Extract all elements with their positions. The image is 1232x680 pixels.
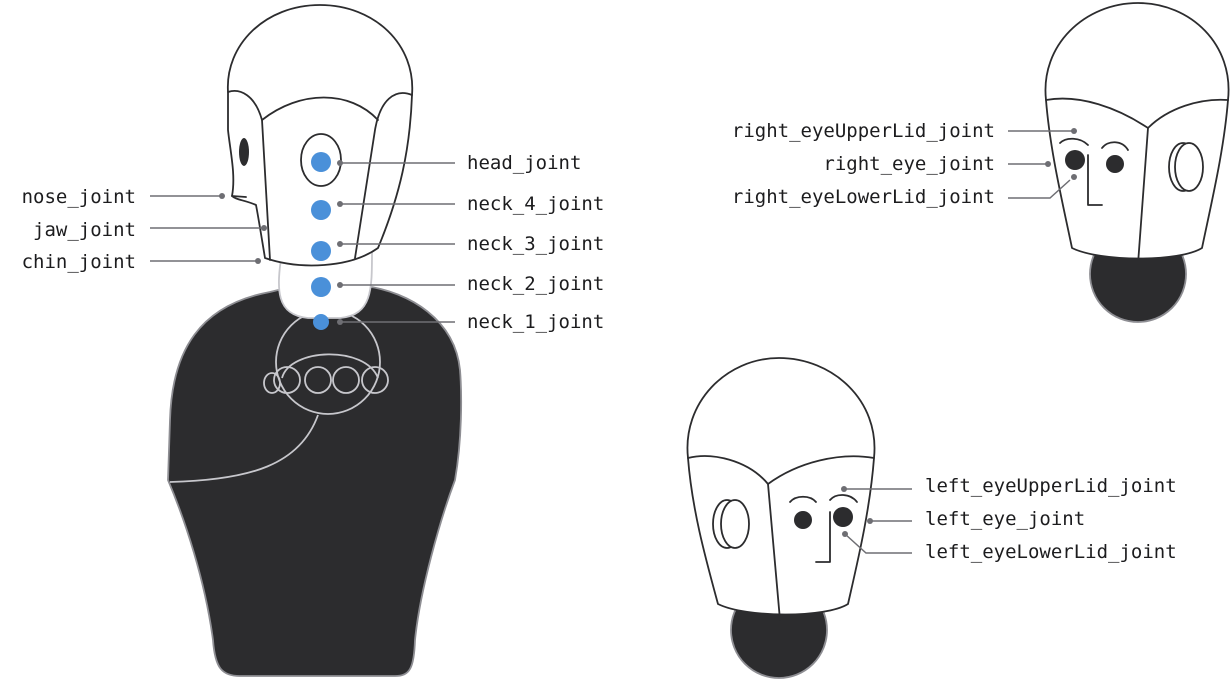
ear — [239, 138, 249, 166]
label-right-eye-upper-lid-joint: right_eyeUpperLid_joint — [732, 120, 995, 142]
label-neck-4-joint: neck_4_joint — [467, 193, 604, 215]
label-neck-1-joint: neck_1_joint — [467, 311, 604, 333]
torso-bead-3 — [332, 366, 360, 394]
side-head-brow — [261, 96, 379, 121]
torso-collar — [281, 353, 379, 379]
right-head-face-right — [1137, 98, 1229, 265]
label-left-eye-joint: left_eye_joint — [925, 508, 1085, 530]
right-head-outline — [1044, 2, 1230, 260]
side-head — [227, 4, 414, 267]
torso-bead-1 — [273, 366, 301, 394]
torso-seam — [169, 414, 319, 483]
label-right-eye-lower-lid-joint: right_eyeLowerLid_joint — [732, 186, 995, 208]
neck-1-joint-dot — [313, 314, 329, 330]
label-right-eye-joint: right_eye_joint — [823, 153, 995, 175]
left-brow-1 — [789, 495, 817, 503]
label-nose-joint: nose_joint — [22, 186, 136, 208]
torso-bead-4 — [361, 366, 389, 394]
label-neck-3-joint: neck_3_joint — [467, 233, 604, 255]
right-head-leaders — [1008, 128, 1077, 199]
label-left-eye-lower-lid-joint: left_eyeLowerLid_joint — [925, 541, 1177, 563]
label-neck-2-joint: neck_2_joint — [467, 273, 604, 295]
left-brow-2 — [829, 494, 858, 503]
left-head-outline — [686, 357, 876, 616]
head-socket — [300, 133, 342, 187]
left-eye-2 — [833, 507, 853, 527]
label-jaw-joint: jaw_joint — [33, 219, 136, 241]
neck-3-joint-dot — [311, 241, 331, 261]
nose-profile — [231, 195, 247, 198]
right-nose — [1087, 154, 1103, 206]
label-head-joint: head_joint — [467, 152, 581, 174]
right-eye-1 — [1065, 150, 1085, 170]
left-head-leaders — [841, 486, 912, 554]
left-ear-inner — [720, 499, 750, 549]
right-brow-1 — [1059, 137, 1089, 146]
neck-2-joint-dot — [311, 277, 331, 297]
side-view-leaders — [150, 160, 455, 325]
side-head-front-panel — [354, 92, 413, 259]
head-joint-dot — [311, 152, 331, 172]
left-head-face-left — [687, 455, 781, 621]
right-eye-2 — [1106, 155, 1124, 173]
right-brow-2 — [1101, 141, 1129, 151]
left-nose — [815, 511, 831, 563]
left-eye-1 — [794, 511, 812, 529]
right-eye-head — [1044, 2, 1230, 323]
neck-4-joint-dot — [311, 200, 331, 220]
label-left-eye-upper-lid-joint: left_eyeUpperLid_joint — [925, 475, 1177, 497]
right-ear-inner — [1174, 142, 1204, 192]
right-head-face-left — [1045, 97, 1149, 129]
side-view-figure — [167, 4, 463, 677]
label-chin-joint: chin_joint — [22, 251, 136, 273]
left-eye-head — [686, 357, 876, 679]
torso-bead-2 — [304, 366, 332, 394]
left-head-face-right — [767, 455, 875, 485]
torso-bead-end — [263, 372, 281, 394]
